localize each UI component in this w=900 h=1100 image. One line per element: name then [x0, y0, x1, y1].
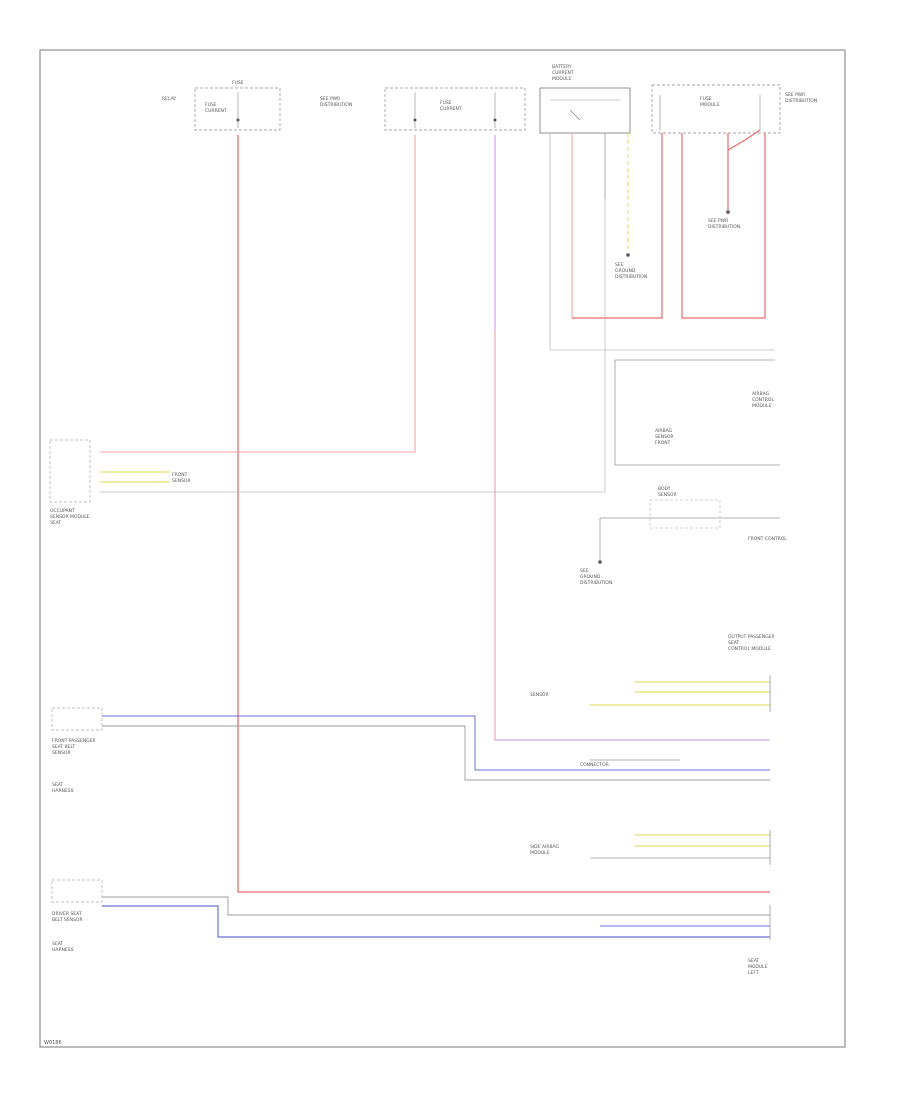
svg-text:DRIVER SEAT: DRIVER SEAT — [52, 911, 82, 917]
svg-text:CONTROL MODULE: CONTROL MODULE — [728, 646, 771, 652]
diagram-border — [39, 49, 846, 1048]
svg-text:OCCUPANT: OCCUPANT — [50, 508, 75, 514]
svg-text:CURRENT: CURRENT — [552, 70, 574, 76]
wire-blue-2 — [102, 905, 770, 938]
svg-text:BODY: BODY — [658, 486, 671, 492]
svg-text:SEE: SEE — [615, 262, 624, 268]
svg-text:SENSOR MODULE: SENSOR MODULE — [50, 514, 90, 520]
svg-text:SEAT: SEAT — [52, 782, 63, 788]
relay-module-top: BATTERY CURRENT MODULE — [539, 64, 631, 134]
svg-text:SENSOR: SENSOR — [530, 692, 549, 698]
svg-text:SEAT: SEAT — [52, 941, 63, 947]
svg-text:LEFT: LEFT — [748, 970, 759, 976]
wire-red-main — [237, 135, 770, 893]
wire-red-loop — [572, 133, 663, 319]
svg-text:SENSOR: SENSOR — [172, 478, 191, 484]
svg-text:SEE: SEE — [580, 568, 589, 574]
svg-text:SEE PWR: SEE PWR — [320, 96, 340, 102]
svg-text:HARNESS: HARNESS — [52, 947, 74, 953]
svg-text:GROUND: GROUND — [615, 268, 636, 274]
svg-text:SEAT: SEAT — [50, 520, 61, 526]
svg-text:SEAT: SEAT — [748, 958, 759, 964]
svg-text:BELT SENSOR: BELT SENSOR — [52, 917, 83, 923]
driver-seat-belt-sensor: DRIVER SEAT BELT SENSOR SEAT HARNESS — [51, 879, 103, 953]
ground-note: SEE GROUND DISTRIBUTION — [615, 253, 647, 280]
svg-text:OUTPUT PASSENGER: OUTPUT PASSENGER — [728, 634, 775, 640]
diagram-id: W0186 — [44, 1040, 62, 1046]
svg-text:CURRENT: CURRENT — [205, 108, 227, 114]
svg-text:FRONT: FRONT — [655, 440, 671, 446]
fuse-box-left-label: FUSE — [232, 80, 244, 86]
wire-blue-1 — [102, 715, 770, 771]
svg-text:DISTRIBUTION: DISTRIBUTION — [708, 224, 740, 230]
front-passenger-seat-belt-sensor: FRONT PASSENGER SEAT BELT SENSOR SEAT HA… — [51, 707, 103, 794]
component-right-1: AIRBAG CONTROL MODULE — [752, 391, 774, 409]
svg-text:SENSOR: SENSOR — [658, 492, 677, 498]
svg-text:FRONT CONTROL: FRONT CONTROL — [748, 536, 787, 542]
svg-text:FRONT: FRONT — [172, 472, 188, 478]
svg-text:CONNECTOR: CONNECTOR — [580, 762, 609, 768]
fuse-box-left-note: RELAY — [162, 96, 176, 102]
svg-text:AIRBAG: AIRBAG — [655, 428, 673, 434]
fuse-box-middle: SEE PWR DISTRIBUTION FUSE CURRENT — [320, 87, 526, 131]
component-right-2: FRONT CONTROL — [748, 536, 787, 542]
svg-text:SEAT BELT: SEAT BELT — [52, 744, 75, 750]
svg-text:FUSE: FUSE — [440, 100, 452, 106]
component-mid-2: BODY SENSOR — [649, 486, 721, 529]
svg-text:HARNESS: HARNESS — [52, 788, 74, 794]
svg-text:MODULE: MODULE — [552, 76, 572, 82]
wire-gray-2 — [102, 896, 770, 916]
svg-text:FUSE: FUSE — [205, 102, 217, 108]
seat-module-right: SIDE AIRBAG MODULE — [530, 844, 560, 856]
component-mid-1: AIRBAG SENSOR FRONT — [655, 428, 674, 446]
svg-text:DISTRIBUTION: DISTRIBUTION — [320, 102, 352, 108]
wire-gray-1 — [102, 725, 770, 781]
svg-text:AIRBAG: AIRBAG — [752, 391, 770, 397]
ground-note-2: SEE GROUND DISTRIBUTION — [580, 560, 612, 586]
fuse-box-left: FUSE RELAY FUSE CURRENT — [162, 80, 281, 131]
svg-text:CURRENT: CURRENT — [440, 106, 462, 112]
ground-note-right: SEE PWR DISTRIBUTION — [708, 210, 740, 230]
svg-text:SEE PWR: SEE PWR — [708, 218, 728, 224]
svg-text:DISTRIBUTION: DISTRIBUTION — [785, 98, 817, 104]
svg-text:MODULE: MODULE — [530, 850, 550, 856]
svg-text:MODULE: MODULE — [748, 964, 768, 970]
svg-text:DISTRIBUTION: DISTRIBUTION — [580, 580, 612, 586]
svg-text:MODULE: MODULE — [752, 403, 772, 409]
svg-text:SENSOR: SENSOR — [52, 750, 71, 756]
svg-text:DISTRIBUTION: DISTRIBUTION — [615, 274, 647, 280]
occupant-sensor-module: OCCUPANT SENSOR MODULE SEAT — [49, 439, 91, 526]
fuse-module-right: FUSE MODULE SEE PWR DISTRIBUTION — [651, 84, 817, 134]
svg-text:FUSE: FUSE — [700, 96, 712, 102]
svg-text:FRONT PASSENGER: FRONT PASSENGER — [52, 738, 96, 744]
svg-text:MODULE: MODULE — [700, 102, 720, 108]
svg-text:SIDE AIRBAG: SIDE AIRBAG — [530, 844, 560, 850]
svg-text:SEE PWR: SEE PWR — [785, 92, 805, 98]
svg-text:GROUND: GROUND — [580, 574, 601, 580]
svg-text:SENSOR: SENSOR — [655, 434, 674, 440]
seat-module-left: SEAT MODULE LEFT — [748, 958, 768, 976]
svg-text:CONTROL: CONTROL — [752, 397, 774, 403]
wire-red-loop-right — [681, 133, 766, 319]
svg-text:SEAT: SEAT — [728, 640, 739, 646]
wire-pink-1 — [100, 135, 416, 453]
svg-text:BATTERY: BATTERY — [552, 64, 572, 70]
passenger-seat-module: OUTPUT PASSENGER SEAT CONTROL MODULE — [728, 634, 775, 652]
sensor-left-label: FRONT SENSOR — [172, 472, 191, 484]
